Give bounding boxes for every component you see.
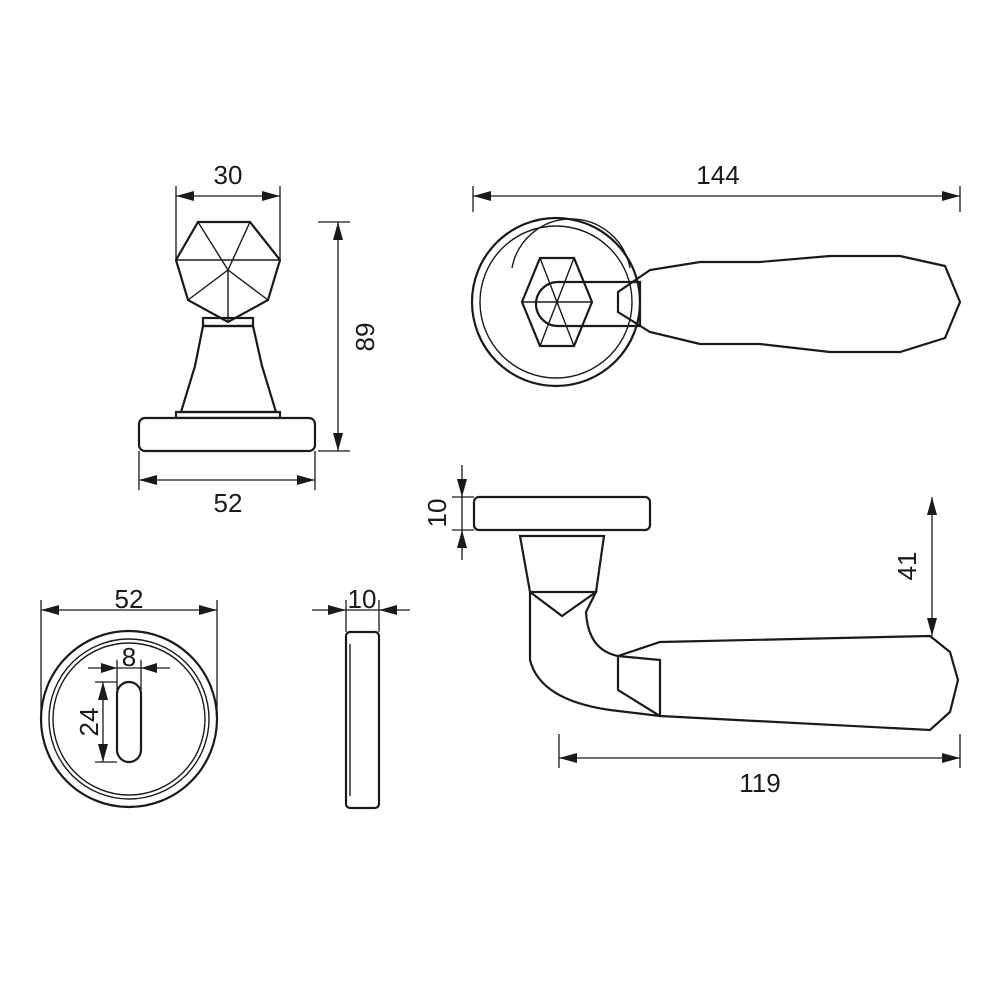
dim-knob-rose-label: 52 — [214, 488, 243, 518]
dim-knob-height: 89 — [318, 221, 380, 452]
dim-escutcheon-thickness-label: 10 — [348, 584, 377, 614]
escutcheon-inner — [48, 638, 210, 800]
lever-side-neck — [518, 534, 606, 618]
dim-knob-width: 30 — [175, 160, 281, 262]
lever-shank — [534, 280, 642, 328]
lever-side-body — [528, 590, 662, 718]
lever-side-grip — [616, 634, 960, 732]
dim-lever-projection-label: 119 — [739, 768, 780, 798]
dim-lever-length-label: 144 — [696, 160, 739, 190]
dim-keyhole-height: 24 — [74, 681, 117, 763]
dim-knob-width-label: 30 — [214, 160, 243, 190]
dim-lever-rose-thickness: 10 — [422, 465, 474, 560]
dim-lever-length: 144 — [472, 160, 961, 212]
dim-lever-rose-thickness-label: 10 — [422, 499, 452, 528]
dim-escutcheon-diameter: 52 — [40, 584, 218, 719]
dim-keyhole-height-label: 24 — [74, 708, 104, 737]
knob-neck — [179, 324, 278, 414]
knob-view: 30 89 52 — [137, 160, 380, 518]
dim-lever-drop-label: 41 — [892, 552, 922, 581]
dim-keyhole-width: 8 — [88, 642, 170, 690]
dim-knob-height-label: 89 — [350, 323, 380, 352]
dim-lever-drop: 41 — [892, 497, 937, 636]
keyhole — [115, 680, 143, 764]
knob-rose — [137, 416, 317, 453]
lever-side-rose — [472, 495, 652, 532]
dim-lever-projection: 119 — [558, 734, 961, 798]
dim-escutcheon-diameter-label: 52 — [115, 584, 144, 614]
dim-escutcheon-thickness: 10 — [312, 584, 410, 632]
knob-ball — [174, 220, 282, 324]
escutcheon-side-view: 10 — [312, 584, 410, 810]
lever-side-view: 10 41 119 — [422, 465, 961, 798]
dim-knob-rose: 52 — [138, 451, 316, 518]
lever-front-grip — [616, 254, 962, 354]
lever-front-view: 144 — [470, 160, 962, 388]
lever-rose-inner — [479, 225, 633, 379]
escutcheon-side — [344, 630, 381, 810]
dim-keyhole-width-label: 8 — [122, 642, 136, 672]
escutcheon-front-view: 52 8 24 — [39, 584, 219, 809]
